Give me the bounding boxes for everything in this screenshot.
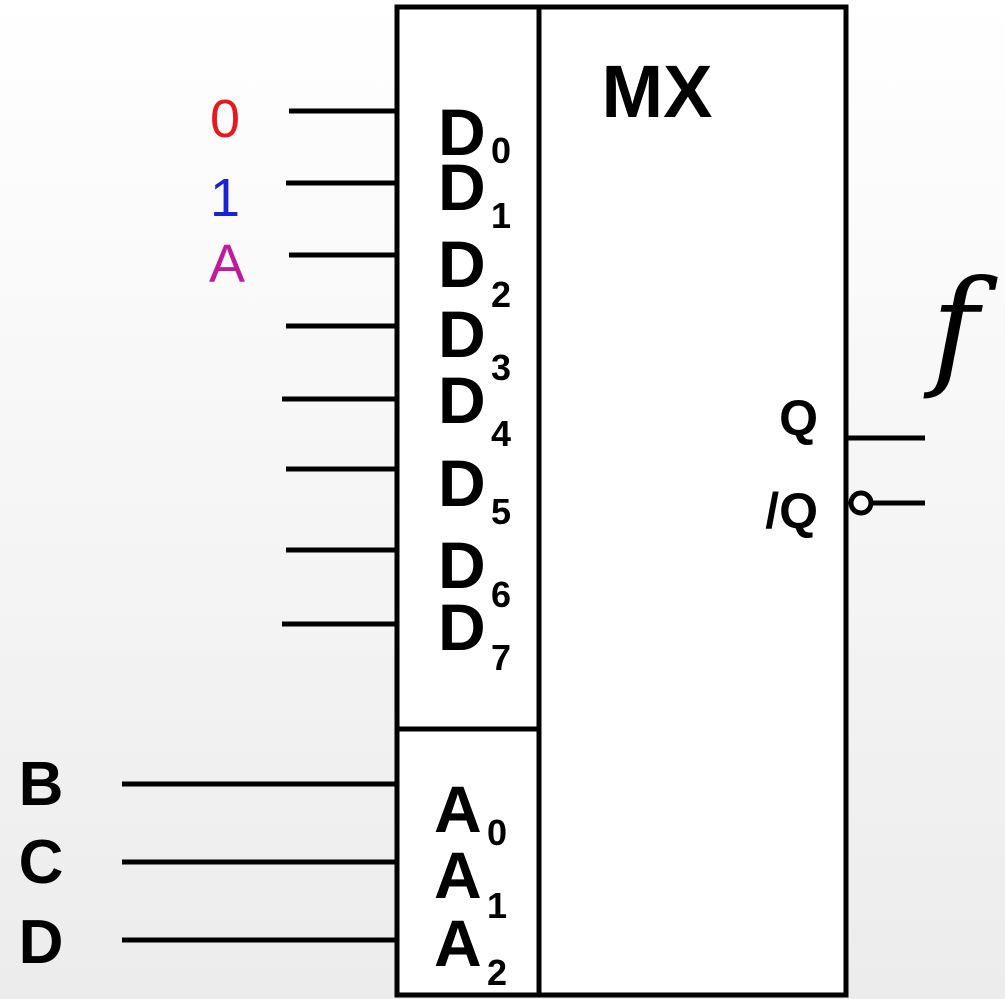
pin-d1: D — [438, 150, 486, 224]
address-pin-labels: A 0 A 1 A 2 — [434, 772, 507, 993]
pin-d3-sub: 3 — [491, 347, 511, 388]
output-q-label: Q — [779, 390, 818, 446]
output-q-inv-label: /Q — [765, 483, 818, 539]
signal-d0: 0 — [210, 89, 240, 149]
pin-d4: D — [438, 363, 486, 437]
pin-d5-sub: 5 — [491, 491, 511, 532]
pin-a2-sub: 2 — [487, 952, 507, 993]
data-input-lines — [282, 108, 397, 627]
data-pin-labels: D 0 D 1 D 2 D 3 D 4 D 5 D 6 D 7 — [438, 95, 511, 678]
pin-a1-sub: 1 — [487, 885, 507, 926]
pin-d7-sub: 7 — [491, 637, 511, 678]
block-title: MX — [602, 50, 713, 133]
pin-d5: D — [438, 446, 486, 520]
pin-d2-sub: 2 — [491, 274, 511, 315]
pin-d2: D — [438, 227, 486, 301]
pin-d3: D — [438, 297, 486, 371]
pin-d1-sub: 1 — [491, 195, 511, 236]
signal-a1: C — [19, 828, 64, 897]
inversion-bubble — [848, 490, 874, 516]
pin-a0-sub: 0 — [487, 812, 507, 853]
pin-d6-sub: 6 — [491, 574, 511, 615]
pin-d6: D — [438, 528, 486, 602]
signal-d2: A — [209, 234, 245, 294]
address-input-lines — [122, 781, 397, 943]
function-label: f — [923, 254, 998, 403]
pin-d4-sub: 4 — [491, 413, 511, 454]
signal-d1: 1 — [210, 168, 240, 228]
pin-a2: A — [434, 906, 482, 980]
signal-a0: B — [19, 750, 64, 819]
pin-d7: D — [438, 590, 486, 664]
pin-a0: A — [434, 772, 482, 846]
pin-d0: D — [438, 95, 486, 169]
pin-d0-sub: 0 — [491, 130, 511, 171]
pin-a1: A — [434, 838, 482, 912]
mux-block — [394, 4, 849, 998]
signal-a2: D — [19, 908, 64, 977]
